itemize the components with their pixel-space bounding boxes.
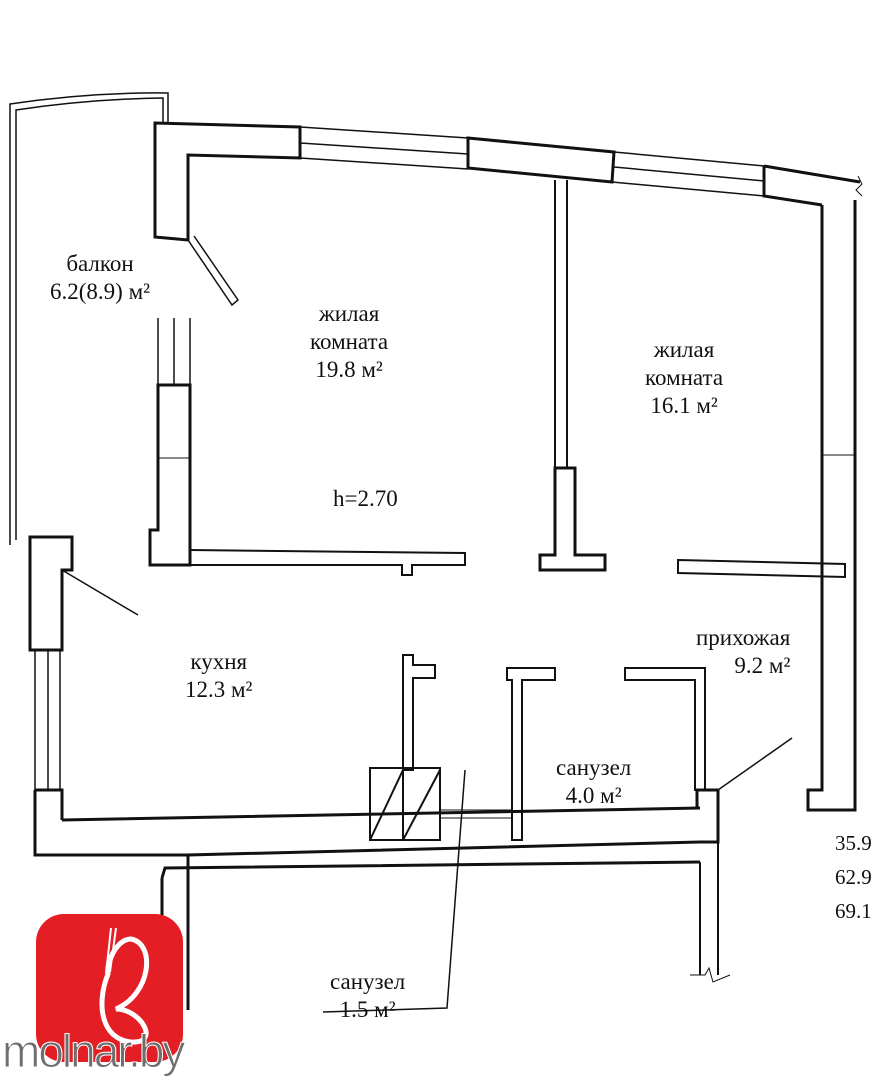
wall-block-top [466,136,616,184]
site-name: molnar.by [1,1025,185,1078]
room-area: 12.3 м² [185,677,253,702]
total-living-area: 35.9 [835,831,872,855]
break-mark-bottom [690,966,731,983]
partition-rooms [554,180,568,468]
room-area: 16.1 м² [650,393,718,418]
balcony-inner [15,97,164,540]
room-area: 6.2(8.9) м² [50,279,151,304]
room-name: комната [310,329,389,354]
label-balcony: балкон 6.2(8.9) м² [50,250,150,306]
total-area: 62.9 [835,865,872,889]
balcony-outline [9,92,169,545]
total-area-with-balcony: 69.1 [835,899,872,923]
wall-bath-3 [624,667,706,791]
wall-kitchen-bottom-left [33,788,190,1010]
label-bathroom-1: санузел 4.0 м² [556,754,631,810]
wall-block-top-right [762,164,861,207]
wall-left-living [148,383,192,567]
ceiling-height: h=2.70 [333,486,398,511]
room-name: балкон [66,251,134,276]
wall-top-left [153,121,302,242]
wall-bath-2 [506,667,556,841]
wall-bottom-inner [186,788,720,862]
wall-right [806,200,857,812]
wall-bath-1 [402,654,436,771]
label-bathroom-2: санузел 1.5 м² [330,968,405,1024]
room-name: санузел [330,969,406,994]
partition-hallway [677,558,846,579]
partition-rooms-base [538,466,607,572]
room-area: 1.5 м² [339,997,396,1022]
room-name: кухня [190,649,248,674]
leader-line [322,769,466,1013]
room-name: комната [645,365,724,390]
kitchen-door [61,569,139,616]
window-top-1 [299,126,469,170]
room-name: санузел [556,755,632,780]
room-name: прихожая [696,625,791,650]
window-kitchen [34,650,61,790]
room-area: 9.2 м² [734,653,791,678]
bath-door [440,809,512,819]
window-left [157,318,191,385]
room-name: жилая [318,301,380,326]
label-living-room-2: жилая комната 16.1 м² [645,336,723,420]
wall-kitchen-left [28,535,74,652]
room-area: 19.8 м² [315,357,383,382]
label-living-room-1: жилая комната 19.8 м² [310,300,388,384]
bath-door-2 [717,737,793,791]
room-area: 4.0 м² [565,783,622,808]
label-kitchen: кухня 12.3 м² [185,648,252,704]
wall-bottom-right [699,842,719,975]
window-top-2 [611,151,765,197]
label-hallway: прихожая 9.2 м² [696,624,790,680]
molnar-logo-icon [36,914,183,1062]
break-mark [855,175,863,197]
balcony-door [187,235,240,307]
partition-living-kitchen [189,549,466,576]
shaft [369,767,441,841]
room-name: жилая [653,337,715,362]
